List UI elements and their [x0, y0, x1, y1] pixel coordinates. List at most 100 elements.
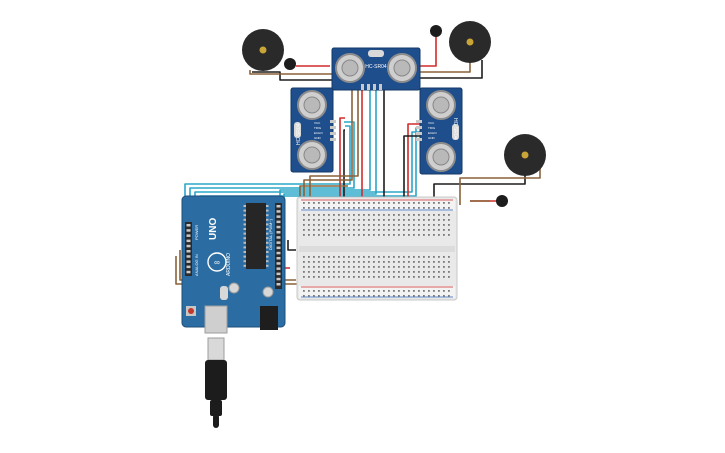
- breadboard-hole: [393, 276, 395, 278]
- breadboard-hole: [313, 219, 315, 221]
- power-pin: [186, 239, 191, 243]
- breadboard-hole: [418, 276, 420, 278]
- breadboard-hole: [373, 261, 375, 263]
- breadboard-hole: [398, 214, 400, 216]
- breadboard-hole: [328, 224, 330, 226]
- breadboard-hole: [423, 234, 425, 236]
- sensor-model-label: HC-SR04: [365, 64, 387, 70]
- breadboard-hole: [333, 229, 335, 231]
- breadboard-hole: [403, 214, 405, 216]
- breadboard-hole: [383, 214, 385, 216]
- digital-pin: [276, 267, 281, 270]
- digital-pin: [276, 262, 281, 265]
- breadboard-hole: [313, 266, 315, 268]
- breadboard-hole: [338, 276, 340, 278]
- breadboard-hole: [318, 276, 320, 278]
- breadboard-hole: [428, 224, 430, 226]
- breadboard-hole: [383, 261, 385, 263]
- breadboard-hole: [358, 234, 360, 236]
- breadboard-hole: [353, 290, 355, 292]
- breadboard-hole: [368, 261, 370, 263]
- breadboard-hole: [338, 256, 340, 258]
- breadboard-hole: [418, 256, 420, 258]
- board-brand-label: ARDUINO: [226, 253, 232, 276]
- breadboard-hole: [433, 276, 435, 278]
- breadboard-hole: [403, 219, 405, 221]
- breadboard-holes: [303, 202, 450, 297]
- breadboard-hole: [348, 266, 350, 268]
- breadboard-hole: [443, 214, 445, 216]
- breadboard-hole: [373, 229, 375, 231]
- breadboard-hole: [433, 261, 435, 263]
- breadboard-hole: [378, 256, 380, 258]
- breadboard-hole: [383, 266, 385, 268]
- breadboard-hole: [328, 271, 330, 273]
- arduino-logo: [207, 252, 227, 272]
- breadboard-hole: [308, 229, 310, 231]
- breadboard-hole: [378, 219, 380, 221]
- breadboard-hole: [373, 202, 375, 204]
- buzzer-center: [259, 46, 267, 54]
- breadboard-hole: [388, 219, 390, 221]
- breadboard-hole: [353, 229, 355, 231]
- breadboard-hole: [403, 266, 405, 268]
- sensor-pin-labels: VCC TRIG ECHO GND: [314, 121, 323, 140]
- arduino-logo-mark: ∞: [214, 258, 220, 267]
- breadboard-hole: [368, 219, 370, 221]
- breadboard-hole: [423, 271, 425, 273]
- wire-black-3: [403, 135, 420, 205]
- breadboard-hole: [433, 271, 435, 273]
- wire-black-4: [252, 71, 332, 81]
- breadboard-hole: [343, 295, 345, 297]
- breadboard-hole: [368, 276, 370, 278]
- breadboard-hole: [383, 229, 385, 231]
- breadboard-hole: [303, 256, 305, 258]
- breadboard-hole: [423, 290, 425, 292]
- breadboard-hole: [448, 295, 450, 297]
- breadboard-hole: [388, 229, 390, 231]
- breadboard-hole: [343, 229, 345, 231]
- breadboard-hole: [418, 290, 420, 292]
- breadboard-hole: [358, 256, 360, 258]
- breadboard-hole: [358, 261, 360, 263]
- breadboard-hole: [448, 219, 450, 221]
- breadboard-hole: [368, 207, 370, 209]
- breadboard-hole: [303, 202, 305, 204]
- breadboard-hole: [308, 219, 310, 221]
- breadboard-hole: [368, 214, 370, 216]
- breadboard-hole: [358, 202, 360, 204]
- chip-leg: [266, 214, 269, 217]
- breadboard-hole: [398, 295, 400, 297]
- breadboard-hole: [353, 219, 355, 221]
- breadboard-hole: [313, 290, 315, 292]
- breadboard-hole: [308, 224, 310, 226]
- breadboard-hole: [423, 229, 425, 231]
- breadboard-hole: [408, 266, 410, 268]
- breadboard-hole: [313, 234, 315, 236]
- wire-cyan-2: [189, 121, 355, 200]
- breadboard-hole: [343, 234, 345, 236]
- breadboard-hole: [438, 234, 440, 236]
- breadboard-hole: [358, 295, 360, 297]
- breadboard-hole: [378, 295, 380, 297]
- breadboard-hole: [428, 266, 430, 268]
- breadboard-hole: [388, 261, 390, 263]
- breadboard-hole: [403, 229, 405, 231]
- breadboard-hole: [333, 276, 335, 278]
- breadboard-hole: [448, 266, 450, 268]
- breadboard-hole: [358, 214, 360, 216]
- chip-legs: [243, 205, 269, 267]
- power-jack: [260, 306, 278, 330]
- breadboard-hole: [303, 266, 305, 268]
- breadboard-hole: [443, 202, 445, 204]
- wire-brown-2: [420, 60, 471, 73]
- breadboard-hole: [398, 290, 400, 292]
- breadboard-hole: [438, 229, 440, 231]
- breadboard-hole: [448, 261, 450, 263]
- breadboard-hole: [428, 290, 430, 292]
- breadboard-rail-top: [299, 199, 455, 211]
- breadboard-hole: [408, 219, 410, 221]
- power-pin: [186, 265, 191, 269]
- breadboard-hole: [418, 214, 420, 216]
